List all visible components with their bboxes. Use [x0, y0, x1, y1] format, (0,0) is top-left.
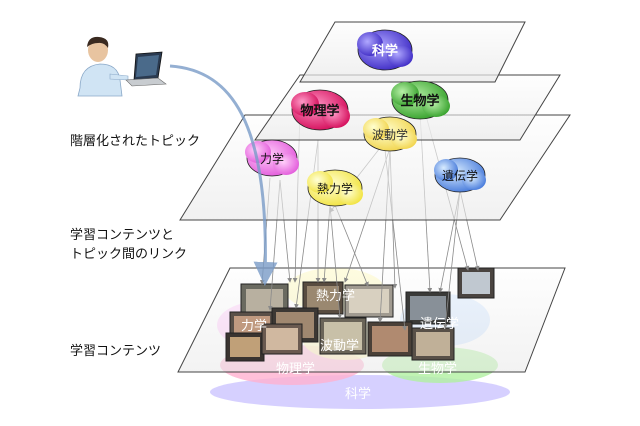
learning-content-label: 学習コンテンツ [70, 342, 161, 361]
content-label-mechanics: 力学 [241, 318, 267, 334]
topic-label-thermo: 熱力学 [317, 181, 353, 196]
content-label-biology: 生物学 [418, 361, 457, 377]
topic-label-genetics: 遺伝学 [442, 168, 478, 183]
video-thumbnail[interactable] [412, 328, 454, 360]
video-thumbnail[interactable] [226, 333, 264, 361]
video-thumbnail[interactable] [368, 322, 412, 356]
topic-label-biology: 生物学 [400, 93, 439, 109]
topic-waves[interactable]: 波動学 [363, 117, 417, 151]
content-label-thermo: 熱力学 [316, 288, 355, 304]
content-topic-links-label: 学習コンテンツと トピック間のリンク [70, 226, 187, 264]
content-label-waves: 波動学 [320, 338, 359, 354]
content-label-science: 科学 [345, 386, 371, 402]
video-thumbnail[interactable] [262, 324, 302, 354]
content-label-genetics: 遺伝学 [420, 316, 459, 332]
topic-science[interactable]: 科学 [357, 30, 413, 70]
hierarchical-topics-label: 階層化されたトピック [70, 132, 200, 151]
video-thumbnail[interactable] [458, 268, 494, 298]
topic-label-mechanics: 力学 [260, 151, 284, 166]
topic-thermo[interactable]: 熱力学 [307, 170, 363, 206]
topic-plane-level1 [300, 22, 525, 82]
topic-label-physics: 物理学 [300, 103, 339, 119]
topic-label-waves: 波動学 [372, 127, 408, 142]
topic-label-science: 科学 [372, 43, 398, 59]
links-label-line2: トピック間のリンク [70, 245, 187, 264]
topic-genetics[interactable]: 遺伝学 [434, 158, 486, 192]
content-label-physics: 物理学 [276, 361, 315, 377]
user-at-laptop-icon [78, 37, 166, 96]
links-label-line1: 学習コンテンツと [70, 226, 187, 245]
